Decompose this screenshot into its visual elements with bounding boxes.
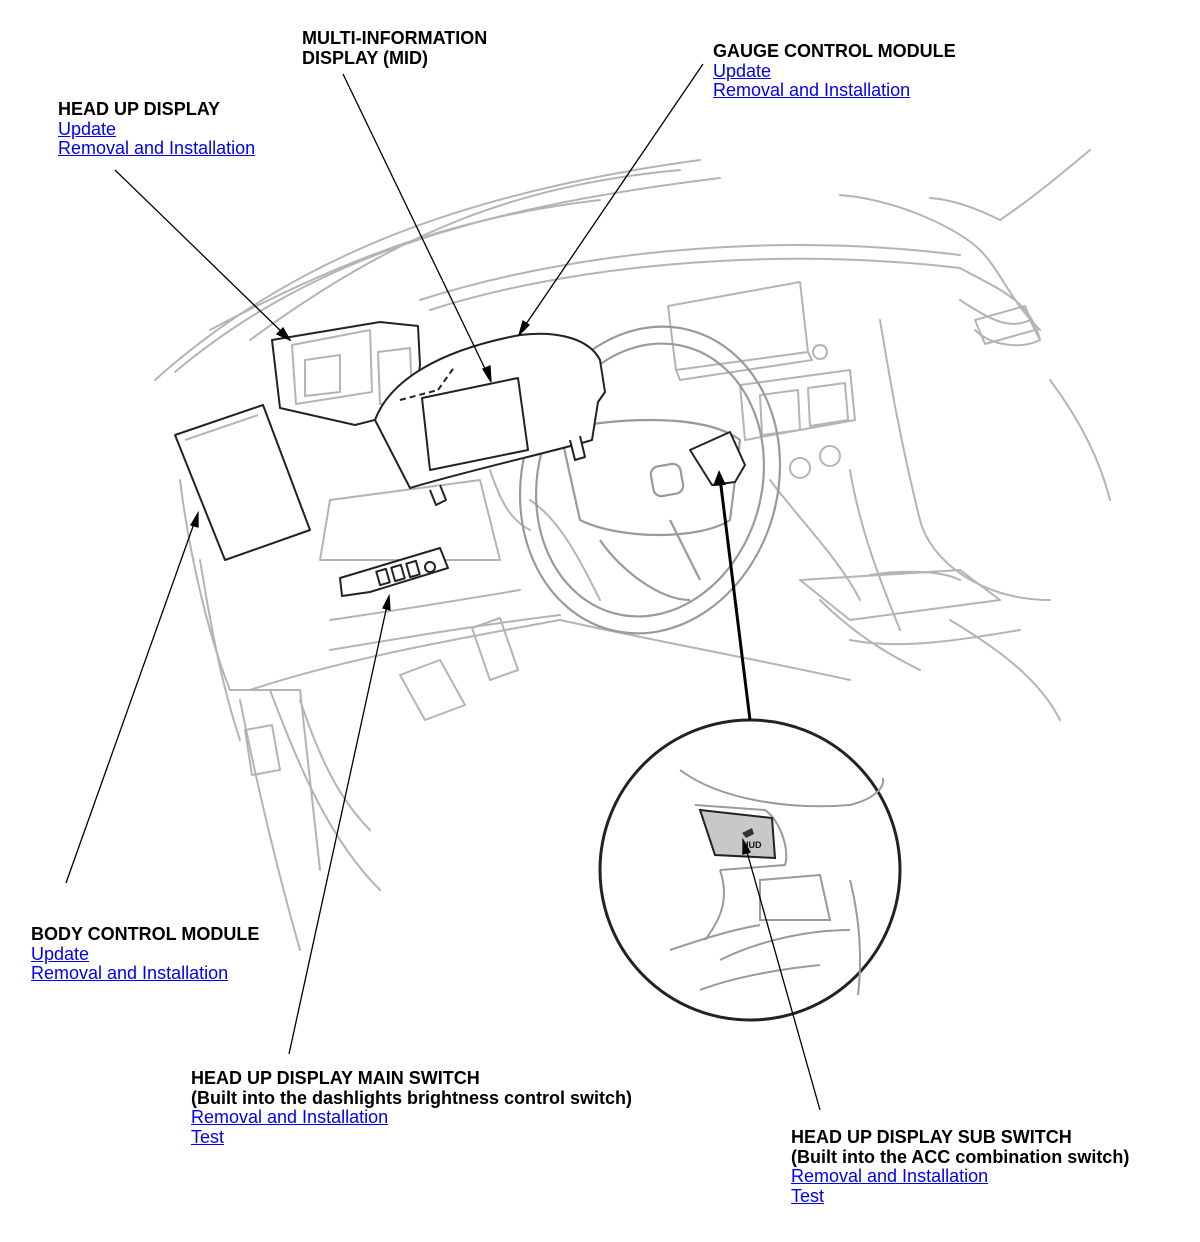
mid-screen [421, 377, 529, 471]
head-up-display-removal-link[interactable]: Removal and Installation [58, 138, 256, 158]
gauge-control-module-removal-link[interactable]: Removal and Installation [713, 80, 911, 100]
hud-main-switch-unit [339, 547, 449, 597]
gauge-control-module-update-link[interactable]: Update [713, 60, 772, 81]
hud-main-switch-removal-link[interactable]: Removal and Installation [191, 1107, 389, 1127]
callout-multi-information-display: MULTI-INFORMATION DISPLAY (MID) [302, 28, 488, 68]
detail-inset-circle [598, 718, 902, 1022]
hud-main-switch-test-link[interactable]: Test [191, 1126, 225, 1147]
hud-sub-switch-title-line2: (Built into the ACC combination switch) [791, 1146, 1130, 1167]
callout-head-up-display: HEAD UP DISPLAY Update Removal and Insta… [58, 99, 256, 159]
center-console [799, 569, 1001, 621]
hud-sub-switch-removal-link[interactable]: Removal and Installation [791, 1166, 989, 1186]
hud-main-switch-title-line2: (Built into the dashlights brightness co… [191, 1087, 632, 1108]
head-up-display-update-link[interactable]: Update [58, 118, 117, 139]
body-control-module-unit [174, 404, 311, 561]
callout-hud-sub-switch: HEAD UP DISPLAY SUB SWITCH (Built into t… [791, 1127, 1130, 1206]
windshield-frame [154, 159, 701, 381]
body-control-module-removal-link[interactable]: Removal and Installation [31, 963, 229, 983]
gauge-control-module-title: GAUGE CONTROL MODULE [713, 41, 956, 61]
hud-sub-switch-test-link[interactable]: Test [791, 1185, 825, 1206]
dashboard-top [419, 244, 961, 301]
body-control-module-update-link[interactable]: Update [31, 943, 90, 964]
body-control-module-title: BODY CONTROL MODULE [31, 924, 260, 944]
mid-title-line1: MULTI-INFORMATION [302, 28, 488, 48]
hud-switch-label: HUD [742, 840, 762, 850]
gauge-cluster-unit [374, 332, 606, 506]
hud-sub-switch-button [698, 808, 777, 860]
hud-sub-switch-title-line1: HEAD UP DISPLAY SUB SWITCH [791, 1127, 1072, 1147]
inset-pointer-line [718, 477, 752, 721]
callout-body-control-module: BODY CONTROL MODULE Update Removal and I… [31, 924, 260, 984]
mid-title-line2: DISPLAY (MID) [302, 47, 429, 68]
pedal [399, 659, 466, 721]
hud-main-switch-title-line1: HEAD UP DISPLAY MAIN SWITCH [191, 1068, 480, 1088]
callout-hud-main-switch: HEAD UP DISPLAY MAIN SWITCH (Built into … [191, 1068, 632, 1147]
head-up-display-title: HEAD UP DISPLAY [58, 99, 221, 119]
hud-switch-icon [742, 828, 754, 838]
leader-lines [65, 63, 821, 1111]
pedal [471, 617, 519, 681]
callout-gauge-control-module: GAUGE CONTROL MODULE Update Removal and … [713, 41, 956, 101]
acc-combination-switch [689, 431, 746, 486]
